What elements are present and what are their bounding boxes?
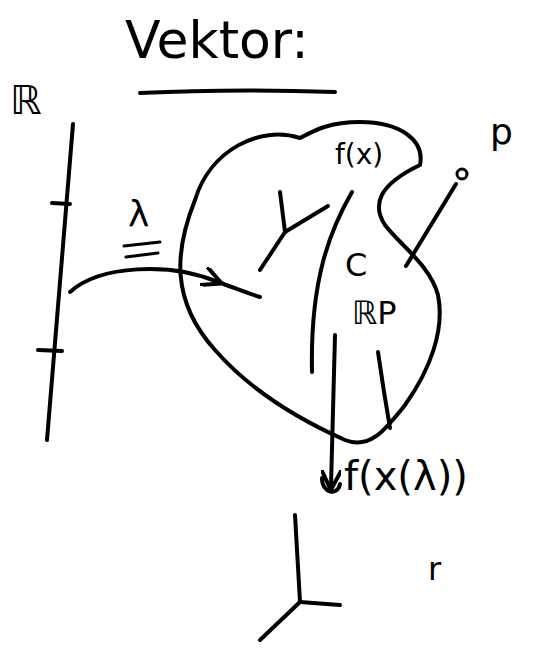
manifold-region: f(x) C ℝP <box>165 112 450 457</box>
chart-line <box>285 206 328 232</box>
bottom-axis <box>300 602 340 605</box>
point-p <box>457 169 467 179</box>
map-arrow <box>331 335 335 486</box>
region-label: f(x) <box>335 140 383 171</box>
curve-arrow-tail <box>218 282 260 297</box>
manifold-outline <box>165 112 450 457</box>
parameter-label: λ <box>128 194 149 234</box>
point-label: p <box>490 112 513 152</box>
region-label: ℝP <box>352 296 397 331</box>
lambda-underline <box>126 253 158 257</box>
function-label: f(x(λ)) <box>344 454 468 498</box>
chart-line <box>260 232 285 270</box>
map-arrow-hook <box>322 478 340 492</box>
title: Vektor: <box>125 12 309 69</box>
region-label: C <box>345 248 367 283</box>
real-axis <box>47 124 73 440</box>
title-underline <box>140 91 335 93</box>
variable-label: r <box>428 552 441 587</box>
axis-tick <box>52 203 70 204</box>
axis-label: ℝ <box>10 78 42 122</box>
axis-tick <box>38 350 62 351</box>
curve-arrow <box>70 269 218 292</box>
bottom-axis <box>295 515 300 602</box>
chart-line <box>280 192 285 232</box>
lambda-underline <box>124 242 160 246</box>
bottom-axis <box>260 602 300 640</box>
manifold-border <box>180 122 439 443</box>
chart-line <box>378 352 390 428</box>
